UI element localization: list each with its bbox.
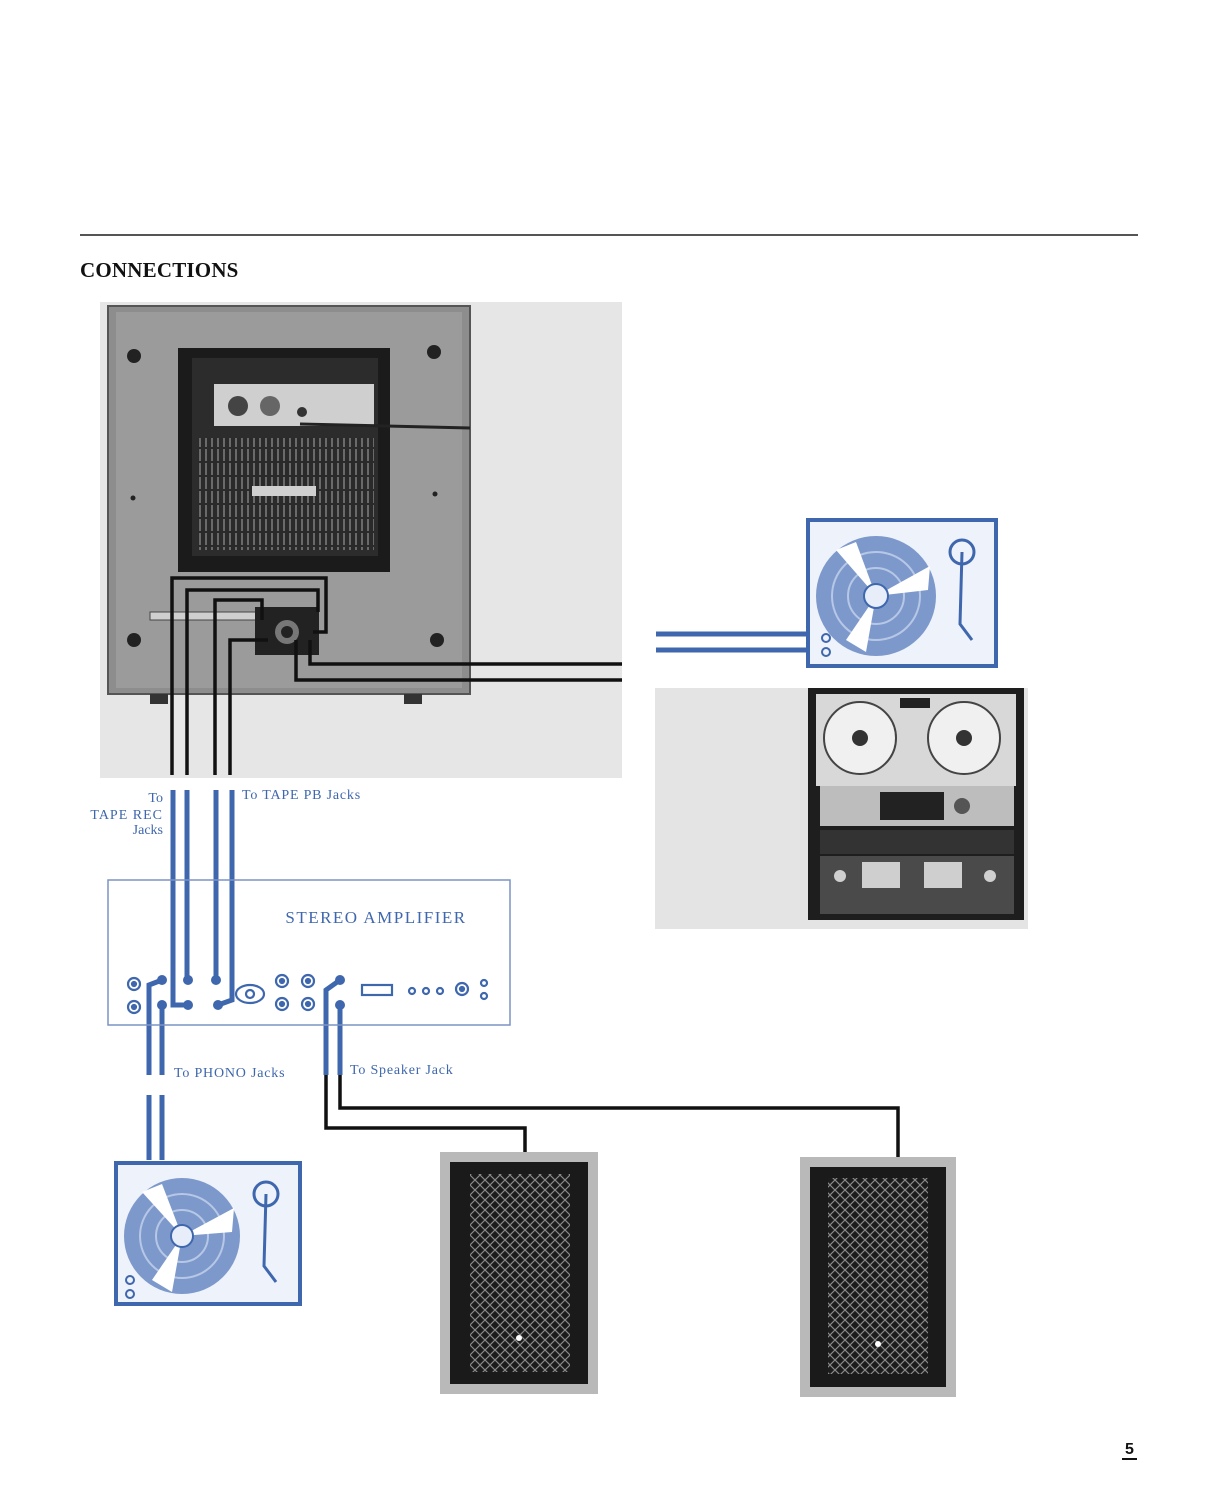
label-tape-rec-line3: Jacks: [133, 823, 163, 838]
label-tape-rec-line2: TAPE REC: [90, 808, 163, 823]
page-number: 5: [1122, 1442, 1137, 1460]
stereo-amplifier: STEREO AMPLIFIER: [108, 880, 510, 1025]
tape-deck-photo: [655, 688, 1028, 929]
label-tape-rec: To TAPE REC Jacks: [90, 791, 163, 838]
turntable-right: [808, 520, 996, 666]
turntable-left: [116, 1163, 300, 1304]
label-tape-pb: To TAPE PB Jacks: [242, 788, 361, 803]
speaker-left: [440, 1152, 598, 1394]
label-speaker: To Speaker Jack: [350, 1063, 454, 1078]
label-tape-rec-line1: To: [148, 791, 163, 806]
speaker-right: [800, 1157, 956, 1397]
unit-rear-photo: [100, 302, 622, 778]
amplifier-label: STEREO AMPLIFIER: [285, 908, 466, 927]
label-phono: To PHONO Jacks: [174, 1066, 285, 1081]
